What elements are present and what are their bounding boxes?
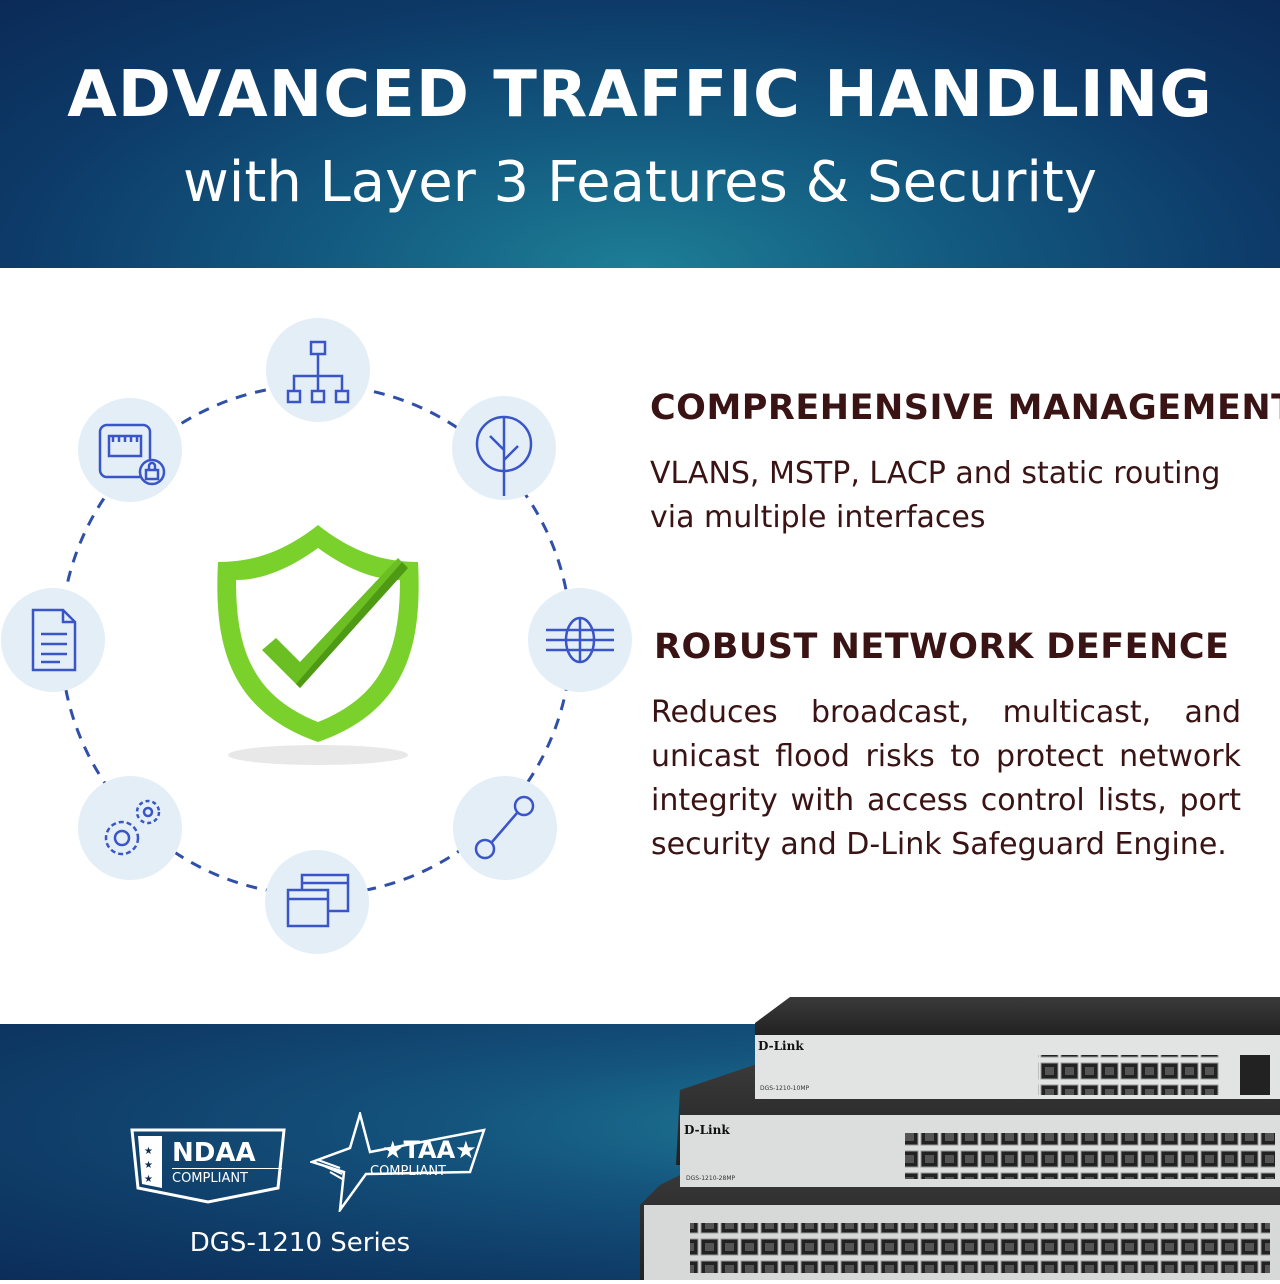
switch-stack-graphic — [640, 997, 1280, 1280]
taa-badge-name: ★TAA★ — [382, 1136, 477, 1164]
taa-compliant-badge: ★TAA★ COMPLIANT — [308, 1109, 490, 1216]
switch-brand-middle: D-Link — [684, 1123, 730, 1137]
connection-link-icon — [453, 776, 557, 880]
globe-network-icon — [528, 588, 632, 692]
tree-icon — [452, 396, 556, 500]
feature-icon-ring — [1, 318, 632, 954]
ndaa-badge-label: COMPLIANT — [172, 1168, 282, 1186]
switch-model-middle: DGS-1210-28MP — [686, 1175, 736, 1182]
gears-icon — [78, 776, 182, 880]
series-label: DGS-1210 Series — [189, 1228, 411, 1258]
svg-text:★: ★ — [144, 1174, 153, 1185]
ndaa-badge-name: NDAA — [172, 1138, 256, 1168]
document-icon — [1, 588, 105, 692]
feature-title-defence: ROBUST NETWORK DEFENCE — [654, 627, 1230, 667]
page-subtitle: with Layer 3 Features & Security — [183, 150, 1097, 215]
header-banner: ADVANCED TRAFFIC HANDLING with Layer 3 F… — [0, 0, 1280, 268]
taa-star-icon — [308, 1109, 486, 1215]
svg-text:★: ★ — [144, 1160, 153, 1171]
page-title: ADVANCED TRAFFIC HANDLING — [67, 58, 1213, 132]
ndaa-shield-icon: ★ ★ ★ — [130, 1128, 286, 1204]
svg-text:★: ★ — [144, 1146, 153, 1157]
hierarchy-icon — [266, 318, 370, 422]
feature-text-management: VLANS, MSTP, LACP and static routing via… — [650, 456, 1221, 535]
windows-icon — [265, 850, 369, 954]
switch-brand-top: D-Link — [758, 1039, 804, 1053]
feature-text-defence: Reduces broadcast, multicast, and unicas… — [651, 695, 1241, 862]
ndaa-compliant-badge: ★ ★ ★ NDAA COMPLIANT — [128, 1128, 288, 1208]
ethernet-lock-icon — [78, 398, 182, 502]
feature-title-management: COMPREHENSIVE MANAGEMENT — [650, 388, 1280, 428]
switch-model-top: DGS-1210-10MP — [760, 1085, 810, 1092]
taa-badge-label: COMPLIANT — [370, 1164, 447, 1179]
shield-check-icon — [217, 525, 419, 765]
switch-stack-image: D-Link D-Link DGS-1210-10MP DGS-1210-28M… — [640, 995, 1280, 1280]
